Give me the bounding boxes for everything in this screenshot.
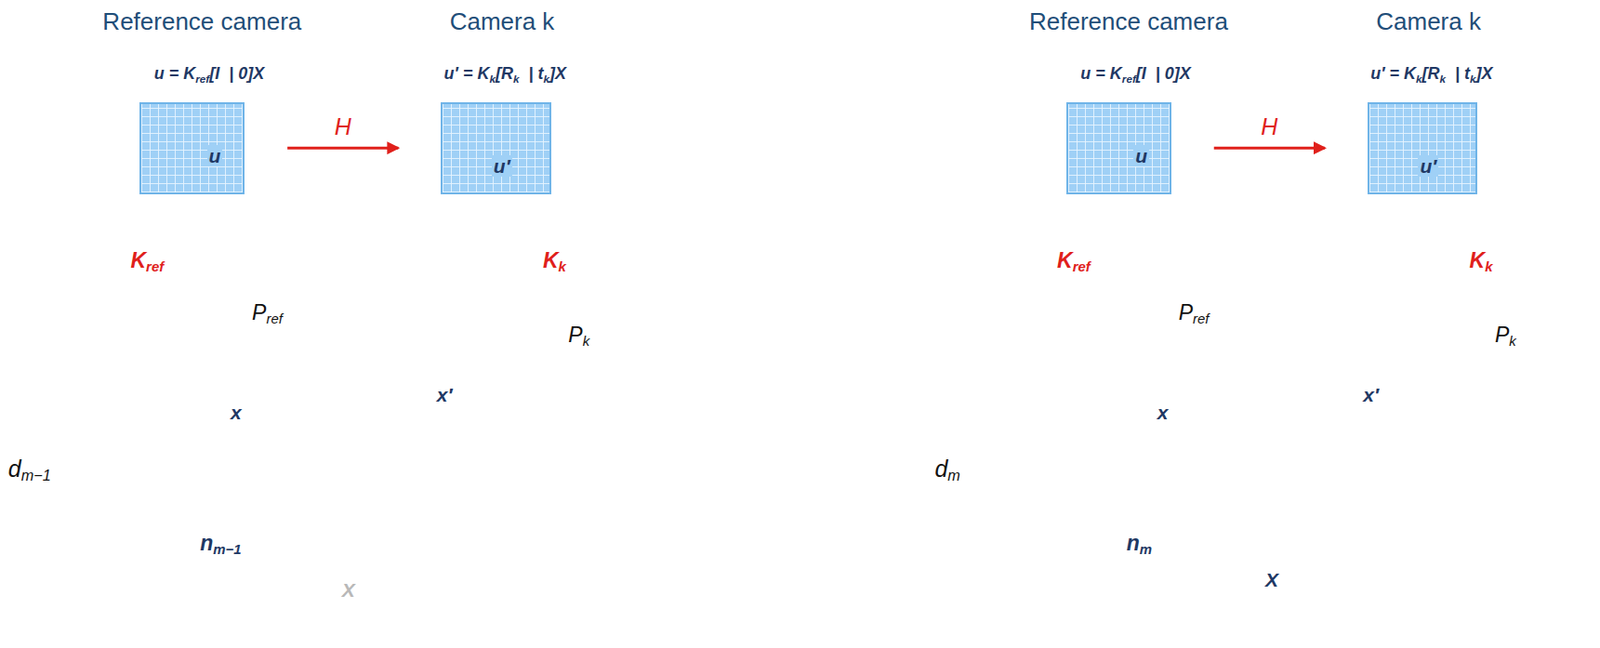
image-point-label: x′ (436, 383, 453, 407)
scene-point-label-text: X (1265, 568, 1279, 591)
plane-distance-label: dm−1 (8, 455, 52, 486)
camera-title-text: Reference camera (1029, 7, 1229, 36)
plane-normal-label-text: n (199, 530, 213, 556)
projection-formula-text: [R (495, 64, 514, 83)
image-point-label: x (230, 401, 242, 424)
camera-pose-label-text: k (1508, 332, 1516, 349)
pixel-label: u (207, 145, 224, 167)
projection-formula-text: u = K (154, 64, 197, 83)
projection-formula-text: k (1415, 72, 1423, 85)
homography-label: H (332, 113, 354, 141)
plane-normal-label: nm (1126, 530, 1152, 558)
plane-distance-label-text: m (947, 466, 961, 484)
camera-pose-label-text: ref (265, 310, 282, 327)
camera-title: Reference camera (1029, 8, 1229, 37)
camera-pose-label-text: k (582, 332, 590, 349)
intrinsics-label-text: k (558, 258, 567, 275)
projection-formula-text: k (489, 72, 496, 85)
projection-formula: u = Kref[I | 0]X (154, 64, 265, 85)
camera-pose-label: Pk (568, 322, 590, 350)
camera-pose-label-text: P (1178, 300, 1193, 325)
projection-formula: u′ = Kk[Rk | tk]X (444, 64, 567, 85)
camera-pose-label-text: ref (1192, 310, 1209, 327)
camera-pose-label-text: P (251, 300, 266, 325)
image-point-label-text: x (230, 401, 242, 424)
camera-pose-label-text: P (568, 322, 582, 347)
projection-formula-text: u′ = K (444, 64, 490, 83)
camera-pose-label: Pref (1178, 300, 1210, 328)
intrinsics-label-text: K (1469, 248, 1486, 273)
intrinsics-label-text: ref (1072, 258, 1091, 275)
projection-formula-text: ref (195, 72, 210, 85)
projection-formula-text: ]X (1476, 64, 1494, 83)
plane-distance-label-text: d (8, 455, 22, 482)
homography-label: H (1258, 113, 1280, 141)
intrinsics-label: Kk (1469, 248, 1494, 276)
homography-arrow (1214, 146, 1325, 150)
image-grid: u′ (1367, 102, 1479, 195)
camera-pose-label: Pk (1494, 322, 1517, 350)
image-grid: u (139, 102, 245, 195)
projection-formula: u = Kref[I | 0]X (1080, 64, 1191, 85)
intrinsics-label: Kref (1057, 248, 1091, 276)
camera-title: Camera k (449, 8, 556, 37)
camera-title-text: Camera k (449, 7, 556, 36)
plane-normal-label: nm−1 (199, 530, 241, 558)
scene-point-label: X (1265, 568, 1279, 592)
camera-title: Reference camera (102, 8, 302, 37)
pixel-label: u (1133, 145, 1150, 167)
projection-formula-text: u′ = K (1370, 64, 1416, 83)
camera-title-text: Camera k (1375, 7, 1481, 36)
projection-formula-text: [I | 0]X (209, 64, 265, 83)
scene-point-label-text: X (342, 579, 356, 601)
intrinsics-label: Kref (130, 248, 164, 276)
intrinsics-label-text: ref (145, 258, 164, 275)
homography-arrow (287, 146, 398, 150)
camera-pose-label-text: P (1494, 322, 1509, 347)
projection-formula-text: u = K (1080, 64, 1123, 83)
projection-formula-text: ref (1122, 72, 1137, 85)
scene-point-label: X (342, 579, 356, 602)
plane-distance-label-text: d (934, 455, 948, 482)
image-point-label-text: x′ (436, 383, 453, 406)
plane-distance-label-text: m−1 (21, 466, 52, 484)
image-point-label: x (1157, 401, 1169, 424)
image-grid: u (1066, 102, 1172, 195)
camera-pose-label: Pref (251, 300, 283, 328)
projection-formula-text: | t (1445, 64, 1470, 83)
image-grid: u′ (440, 102, 552, 195)
image-point-label: x′ (1362, 383, 1379, 407)
camera-title: Camera k (1375, 8, 1481, 37)
pixel-label: u′ (1417, 155, 1439, 177)
projection-formula-text: k (542, 72, 550, 85)
plane-normal-label-text: m (1139, 541, 1152, 557)
projection-formula-text: k (1469, 72, 1477, 85)
plane-distance-label: dm (934, 455, 960, 486)
projection-formula-text: | t (518, 64, 543, 83)
intrinsics-label-text: k (1484, 258, 1493, 275)
intrinsics-label-text: K (1057, 248, 1073, 273)
projection-formula-text: ]X (549, 64, 567, 83)
projection-formula-text: [I | 0]X (1136, 64, 1191, 83)
intrinsics-label-text: K (130, 248, 146, 273)
projection-formula-text: [R (1422, 64, 1441, 83)
intrinsics-label-text: K (542, 248, 559, 273)
camera-title-text: Reference camera (102, 7, 302, 36)
plane-normal-label-text: m−1 (212, 541, 241, 557)
plane-normal-label-text: n (1126, 530, 1140, 556)
projection-formula: u′ = Kk[Rk | tk]X (1370, 64, 1493, 85)
image-point-label-text: x′ (1362, 383, 1379, 406)
projection-formula-text: k (513, 72, 520, 85)
intrinsics-label: Kk (542, 248, 567, 276)
image-point-label-text: x (1157, 401, 1169, 424)
pixel-label: u′ (491, 155, 513, 177)
projection-formula-text: k (1440, 72, 1447, 85)
